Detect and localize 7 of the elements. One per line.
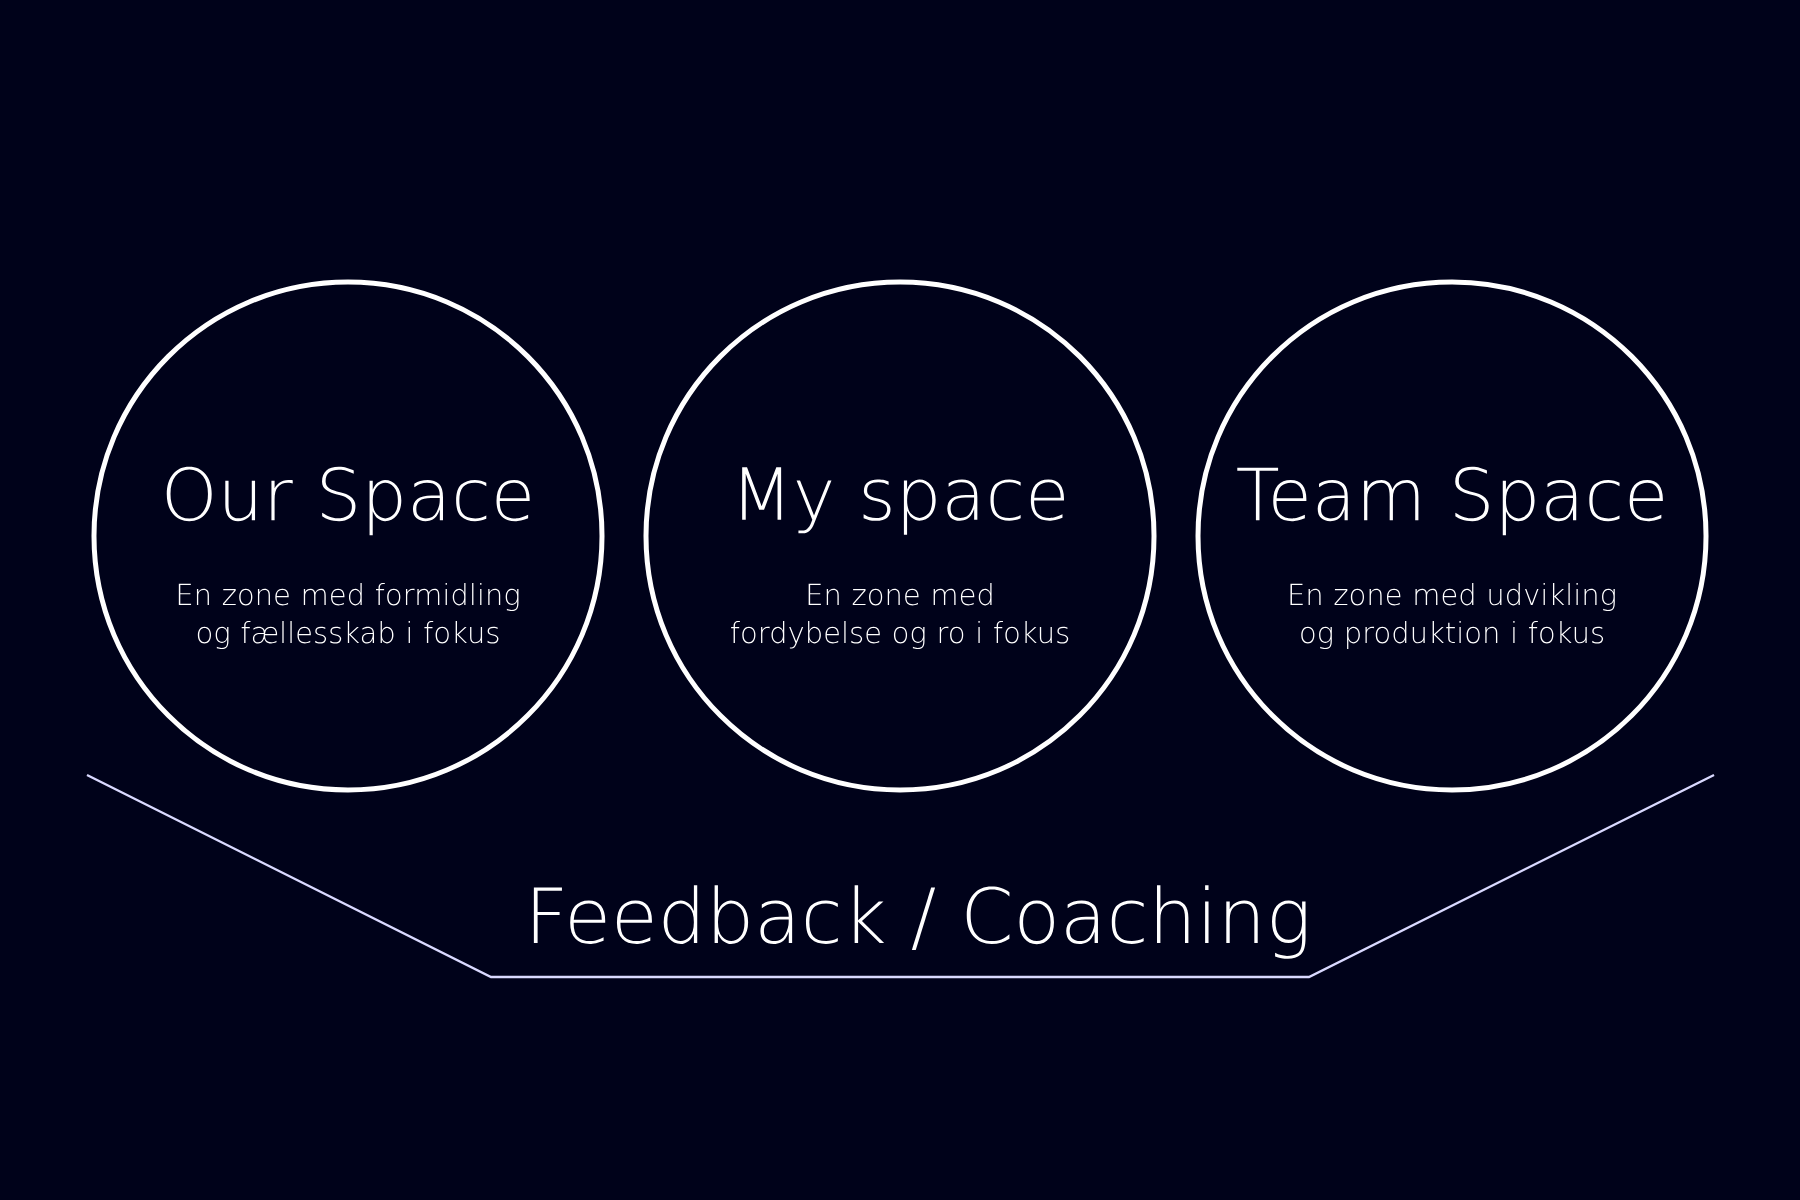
circle-description: En zone med formidling og fællesskab i fokus [178, 582, 519, 649]
circle-description: En zone med fordybelse og ro i fokus [731, 582, 1069, 649]
circle-title: My space [742, 467, 1064, 535]
circle-description: En zone med udvikling og produktion i fokus [1290, 582, 1615, 649]
circle-title: Our Space [166, 466, 530, 536]
caption-label: Feedback / Coaching [533, 885, 1306, 959]
circle-title: Team Space [1237, 466, 1663, 536]
